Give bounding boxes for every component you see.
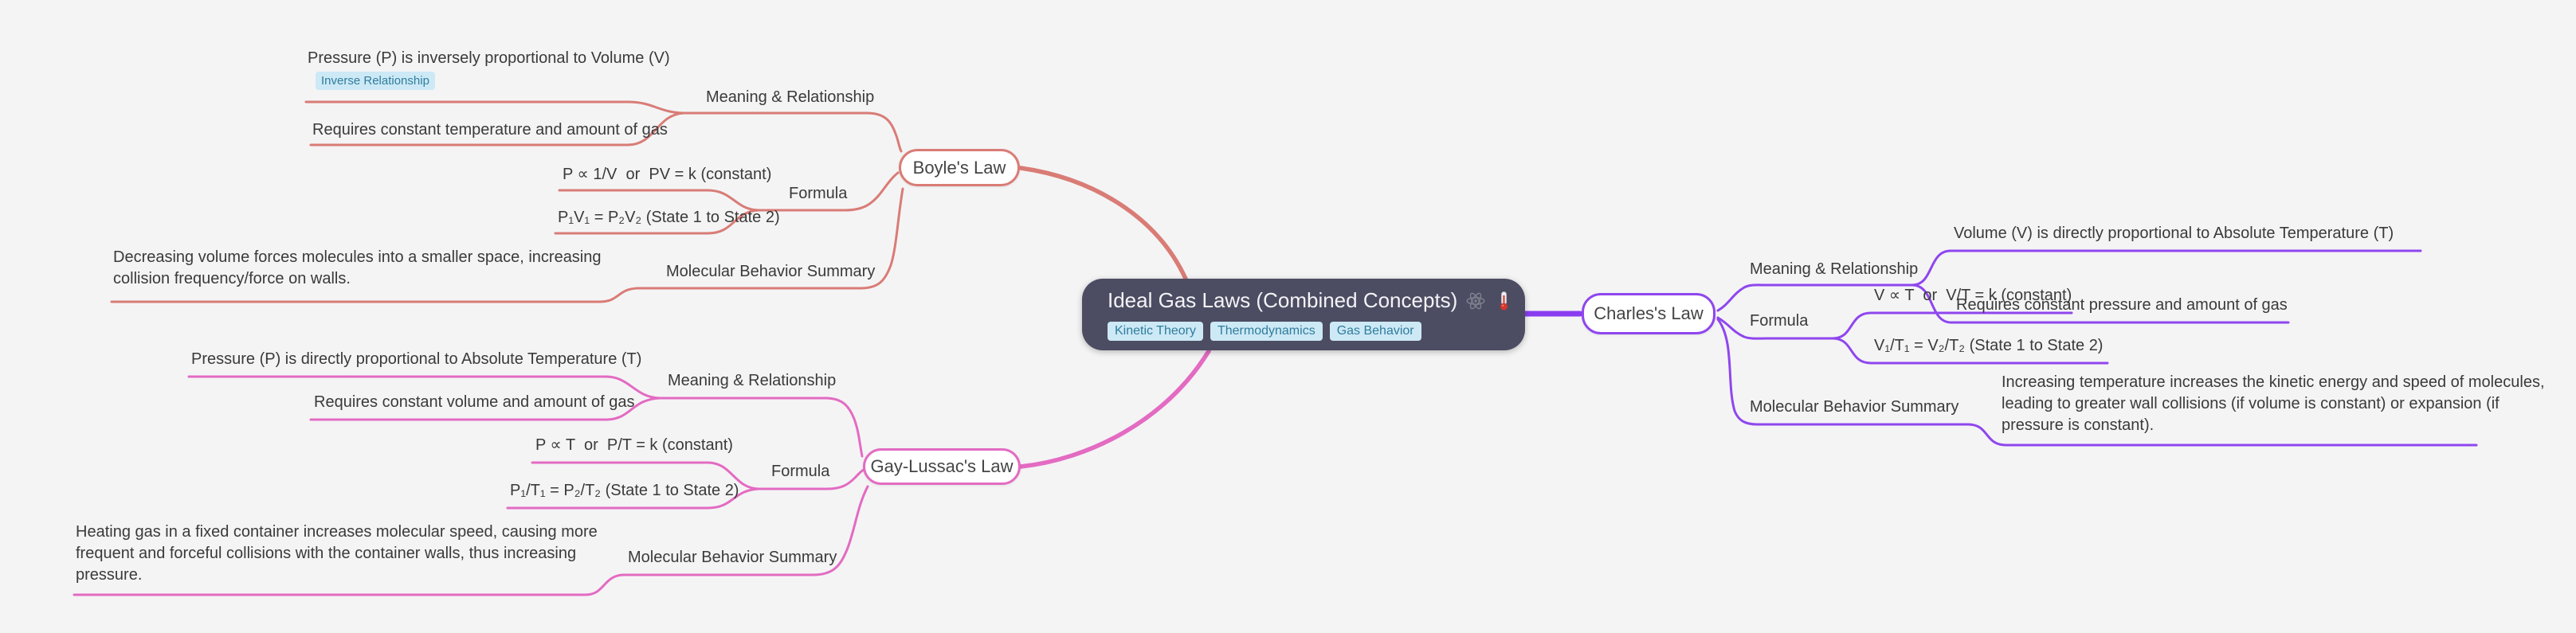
charles-behavior-item1-line xyxy=(1966,423,2478,447)
charles-formula-item1-line xyxy=(1831,311,2073,340)
gaylussac-formula-label[interactable]: Formula xyxy=(771,463,830,480)
boyle-formula-item1[interactable]: P ∝ 1/V or PV = k (constant) xyxy=(563,166,772,183)
root-tags: Kinetic Theory Thermodynamics Gas Behavi… xyxy=(1108,322,1421,341)
charles-law-node[interactable]: Charles's Law xyxy=(1582,293,1715,334)
gaylussac-formula-line xyxy=(757,468,865,490)
gaylussac-behavior-label[interactable]: Molecular Behavior Summary xyxy=(628,549,837,566)
atom-icon[interactable] xyxy=(1465,291,1486,311)
boyle-formula-line xyxy=(757,171,900,212)
charles-behavior-line xyxy=(1716,318,1970,426)
gaylussac-meaning-item1-line xyxy=(187,375,661,400)
gaylussac-meaning-item1[interactable]: Pressure (P) is directly proportional to… xyxy=(191,350,642,368)
gaylussac-behavior-item1-line xyxy=(73,573,625,596)
charles-meaning-item1-line xyxy=(1911,249,2422,287)
charles-formula-line xyxy=(1716,316,1834,340)
gaylussac-meaning-item2[interactable]: Requires constant volume and amount of g… xyxy=(314,393,635,411)
gaylussac-behavior-item1[interactable]: Heating gas in a fixed container increas… xyxy=(76,523,602,584)
charles-meaning-label[interactable]: Meaning & Relationship xyxy=(1750,260,1919,278)
boyle-meaning-item1-tag[interactable]: Inverse Relationship xyxy=(316,72,435,90)
root-node[interactable]: Ideal Gas Laws (Combined Concepts) xyxy=(1082,279,1525,350)
boyle-formula-label[interactable]: Formula xyxy=(789,185,848,202)
boyle-meaning-item1-line xyxy=(304,100,685,115)
boyle-meaning-line xyxy=(682,111,903,153)
charles-meaning-line xyxy=(1716,283,1914,312)
tag-kinetic-theory[interactable]: Kinetic Theory xyxy=(1108,322,1203,341)
gaylussac-formula-item2[interactable]: P₁/T₁ = P₂/T₂ (State 1 to State 2) xyxy=(510,482,739,499)
boyle-meaning-item2-line xyxy=(309,111,685,147)
gaylussac-law-node[interactable]: Gay-Lussac's Law xyxy=(863,448,1021,485)
gaylussac-meaning-line xyxy=(658,397,864,458)
tag-gas-behavior[interactable]: Gas Behavior xyxy=(1329,322,1421,341)
charles-meaning-item2[interactable]: Requires constant pressure and amount of… xyxy=(1956,296,2288,314)
gaylussac-behavior-line xyxy=(621,485,869,576)
root-title-row: Ideal Gas Laws (Combined Concepts) xyxy=(1108,288,1513,313)
gaylussac-meaning-item2-line xyxy=(309,397,661,421)
boyle-behavior-label[interactable]: Molecular Behavior Summary xyxy=(666,263,876,280)
boyle-formula-item2[interactable]: P₁V₁ = P₂V₂ (State 1 to State 2) xyxy=(558,209,780,226)
charles-formula-item2[interactable]: V₁/T₁ = V₂/T₂ (State 1 to State 2) xyxy=(1874,337,2104,354)
gaylussac-root-connector xyxy=(1018,349,1211,469)
boyle-formula-item1-line xyxy=(558,189,760,212)
charles-behavior-item1[interactable]: Increasing temperature increases the kin… xyxy=(2002,373,2550,434)
boyle-meaning-item2[interactable]: Requires constant temperature and amount… xyxy=(312,121,668,139)
boyle-behavior-line xyxy=(636,187,904,290)
charles-formula-item2-line xyxy=(1831,337,2109,365)
charles-meaning-item1[interactable]: Volume (V) is directly proportional to A… xyxy=(1954,225,2394,242)
boyle-root-connector xyxy=(1018,166,1188,281)
charles-behavior-label[interactable]: Molecular Behavior Summary xyxy=(1750,398,1959,416)
charles-formula-item1[interactable]: V ∝ T or V/T = k (constant) xyxy=(1874,287,2072,304)
charles-meaning-item2-line xyxy=(1911,283,2290,324)
gaylussac-formula-item2-line xyxy=(506,487,760,510)
thermometer-icon[interactable] xyxy=(1494,291,1513,311)
boyle-meaning-item1[interactable]: Pressure (P) is inversely proportional t… xyxy=(308,49,670,67)
boyle-law-node[interactable]: Boyle's Law xyxy=(899,149,1020,186)
root-title: Ideal Gas Laws (Combined Concepts) xyxy=(1108,288,1458,312)
charles-formula-label[interactable]: Formula xyxy=(1750,312,1809,330)
boyle-behavior-item1[interactable]: Decreasing volume forces molecules into … xyxy=(113,248,606,287)
gaylussac-formula-item1-line xyxy=(531,461,760,490)
boyle-meaning-label[interactable]: Meaning & Relationship xyxy=(706,88,875,106)
tag-thermodynamics[interactable]: Thermodynamics xyxy=(1210,322,1323,341)
boyle-formula-item2-line xyxy=(554,209,760,235)
gaylussac-meaning-label[interactable]: Meaning & Relationship xyxy=(668,372,837,389)
boyle-behavior-item1-line xyxy=(110,287,639,303)
gaylussac-formula-item1[interactable]: P ∝ T or P/T = k (constant) xyxy=(535,436,733,454)
